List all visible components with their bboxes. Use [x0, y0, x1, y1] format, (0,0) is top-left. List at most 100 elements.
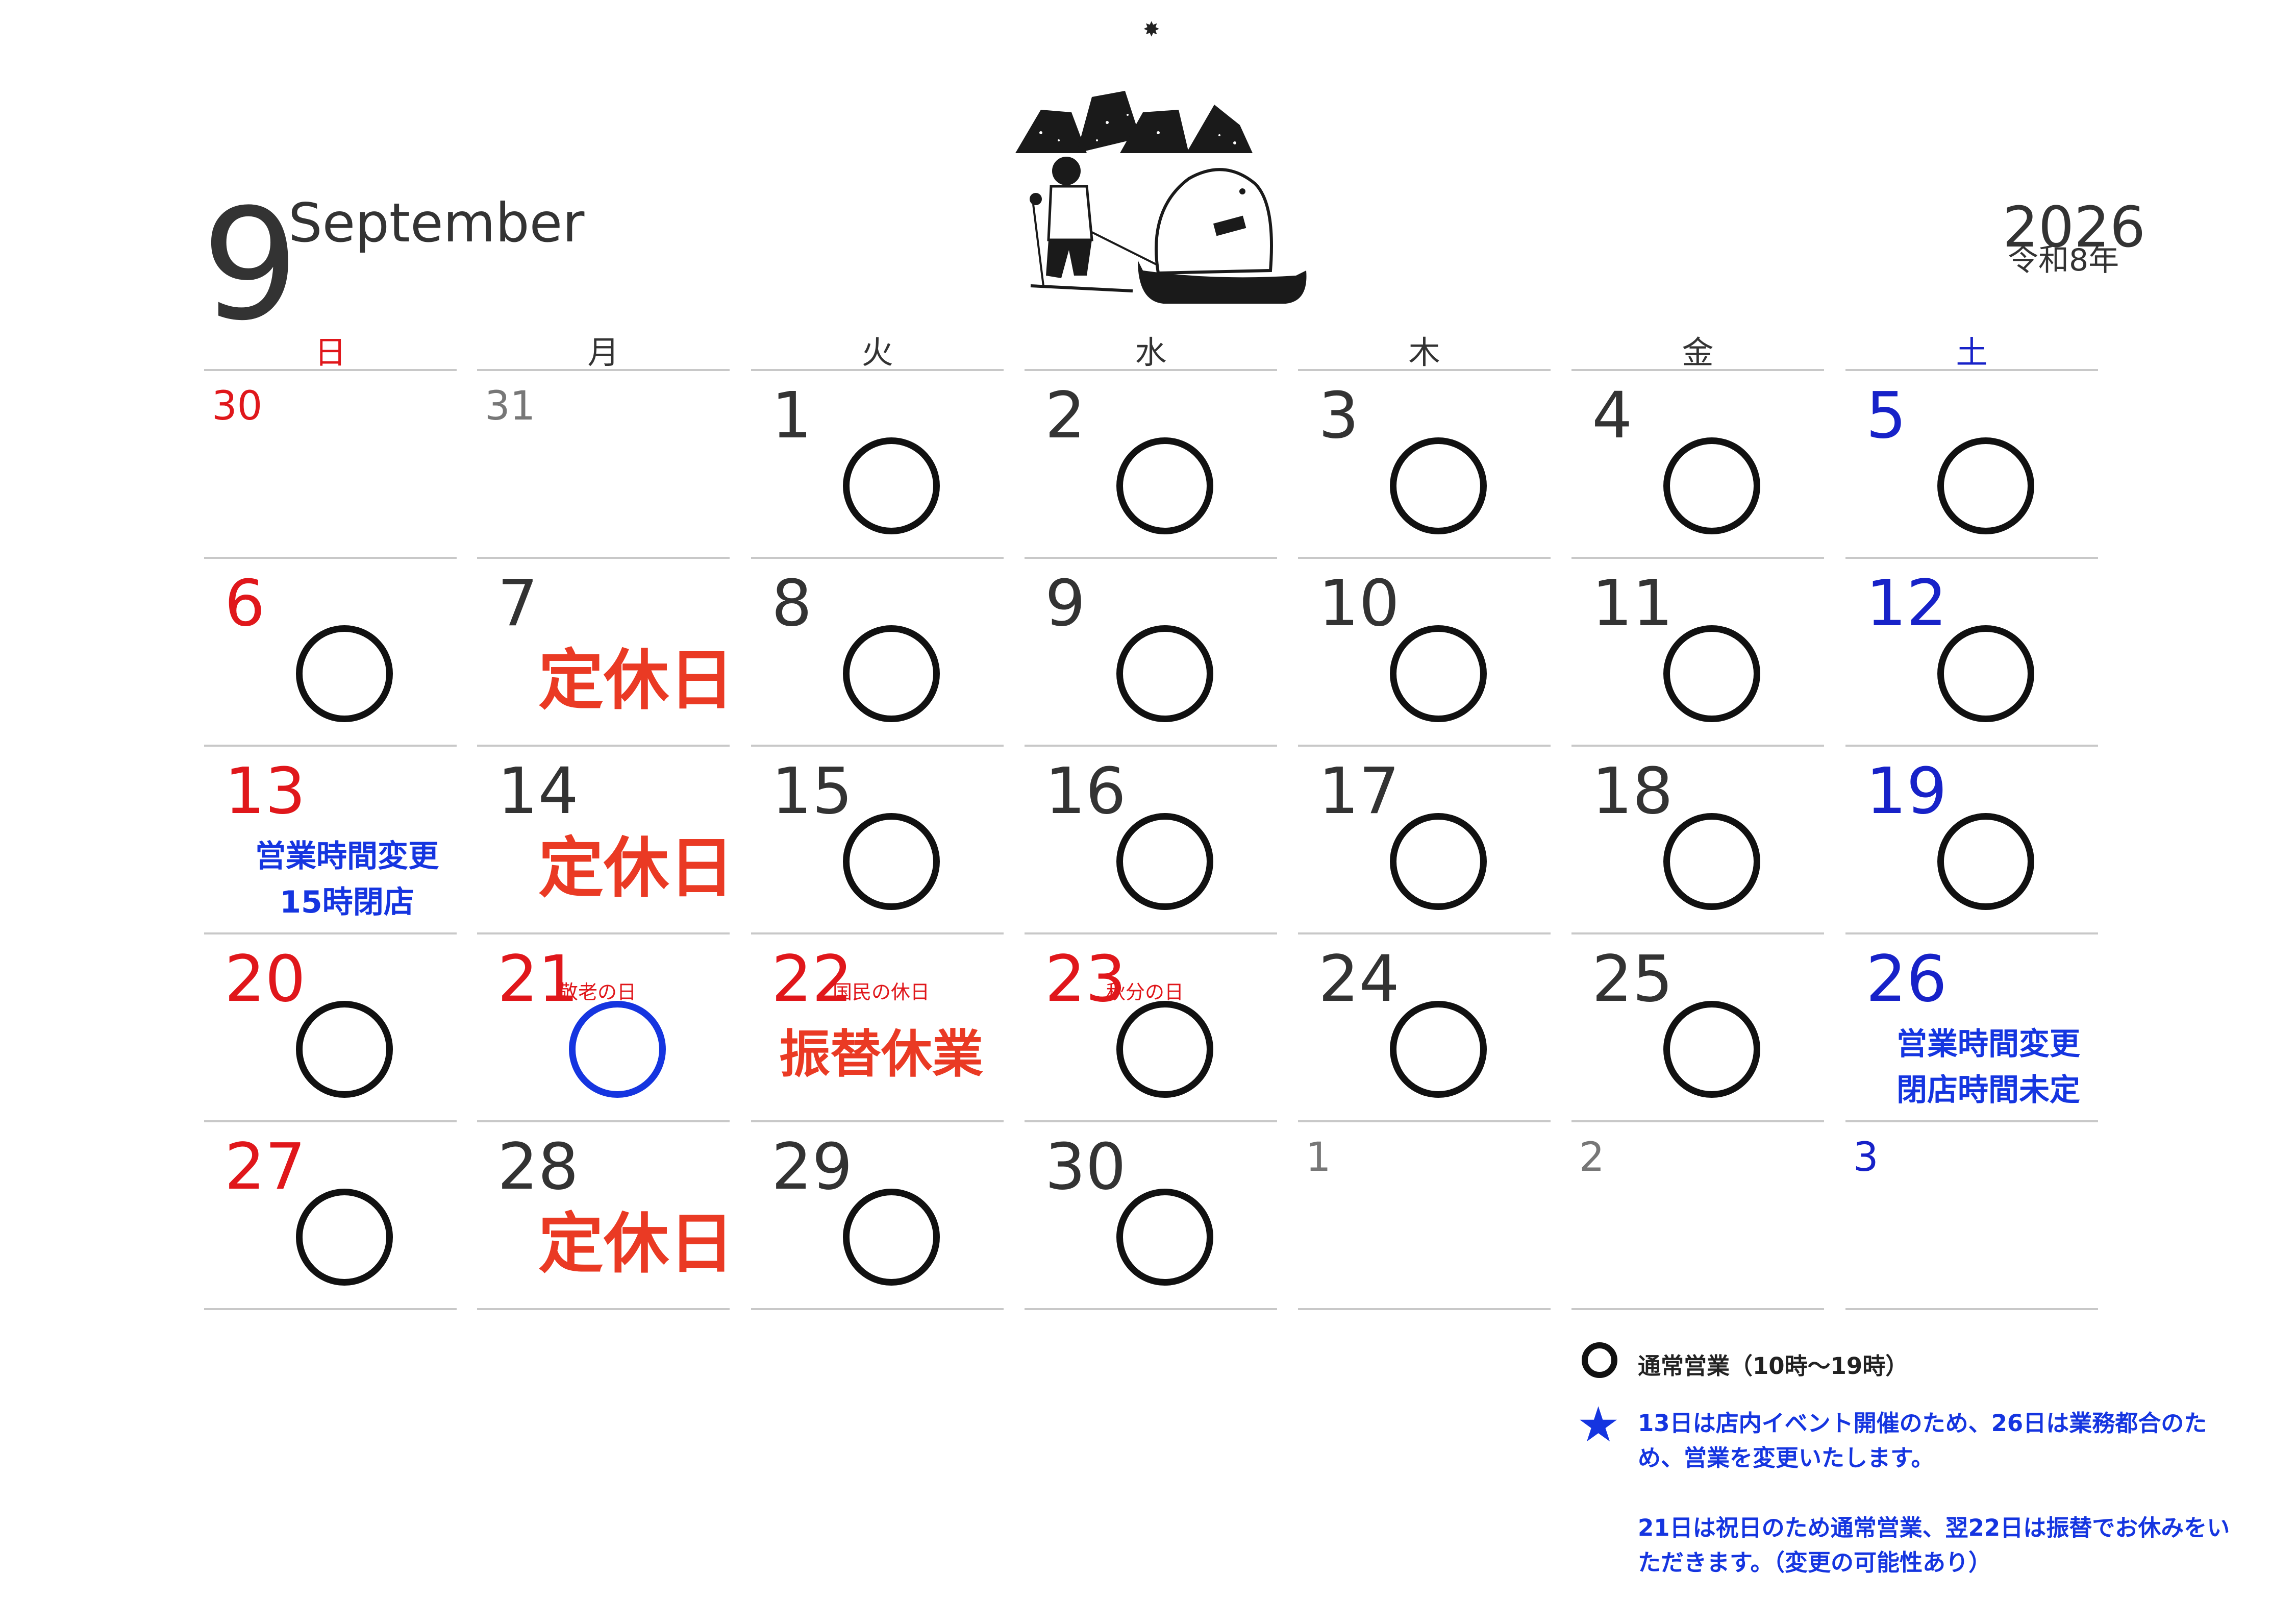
month-name: September [288, 192, 585, 254]
day-number: 2 [1579, 1135, 1605, 1180]
legend-note-2: 21日は祝日のため通常営業、翌22日は振替でお休みをいただきます。（変更の可能性… [1638, 1514, 2230, 1576]
sparkle-icon: ✸ [1143, 18, 1160, 41]
day-number: 3 [1318, 379, 1359, 453]
day-cell: 30 [1025, 1122, 1277, 1310]
closed-label: 定休日 [538, 643, 735, 719]
weekday-label: 土 [1845, 334, 2098, 371]
day-number: 21 [497, 942, 579, 1016]
day-number: 16 [1045, 754, 1127, 828]
legend-note-1: 13日は店内イベント開催のため、26日は業務都合のため、営業を変更いたします。 [1638, 1410, 2207, 1471]
day-cell: 16 [1025, 747, 1277, 934]
legend-open-label: 通常営業（10時〜19時） [1638, 1352, 1909, 1380]
open-circle-icon [1116, 813, 1213, 910]
day-number: 12 [1866, 567, 1948, 641]
day-cell: 25 [1571, 934, 1824, 1122]
open-circle-icon [296, 1189, 393, 1286]
day-number: 9 [1045, 567, 1086, 641]
day-number: 22 [771, 942, 853, 1016]
day-cell: 27 [204, 1122, 457, 1310]
day-number: 18 [1592, 754, 1674, 828]
day-cell: 20 [204, 934, 457, 1122]
open-circle-icon [1116, 625, 1213, 722]
closed-label: 定休日 [538, 830, 735, 906]
day-number: 27 [224, 1130, 306, 1204]
weekday-label: 日 [204, 334, 457, 371]
note-line: 営業時間変更 [255, 839, 439, 874]
day-number: 19 [1866, 754, 1948, 828]
open-circle-icon [843, 813, 940, 910]
day-number: 15 [771, 754, 853, 828]
day-cell: 5 [1845, 371, 2098, 559]
day-number: 30 [212, 383, 263, 429]
day-number: 2 [1045, 379, 1086, 453]
day-cell: 24 [1298, 934, 1551, 1122]
day-number: 13 [224, 754, 306, 828]
open-circle-icon [843, 437, 940, 534]
note-line: 15時閉店 [280, 884, 414, 920]
weekday-label: 金 [1571, 334, 1824, 371]
open-circle-icon [1937, 813, 2034, 910]
open-circle-icon [296, 625, 393, 722]
day-number: 3 [1853, 1135, 1879, 1180]
open-circle-icon [1116, 1189, 1213, 1286]
day-cell: 13 営業時間変更 15時閉店 [204, 747, 457, 934]
day-number: 31 [485, 383, 536, 429]
day-number: 1 [1306, 1135, 1331, 1180]
day-cell: 10 [1298, 559, 1551, 747]
day-number: 30 [1045, 1130, 1127, 1204]
open-circle-icon [296, 1001, 393, 1098]
closed-label: 定休日 [538, 1206, 735, 1282]
day-number: 20 [224, 942, 306, 1016]
day-cell: 9 [1025, 559, 1277, 747]
day-number: 4 [1592, 379, 1633, 453]
holiday-name: 秋分の日 [1106, 981, 1184, 1003]
open-circle-icon [1390, 437, 1487, 534]
day-cell: 15 [751, 747, 1004, 934]
circle-icon [1582, 1342, 1617, 1378]
holiday-name: 国民の休日 [833, 981, 930, 1003]
open-circle-icon [569, 1001, 666, 1098]
note-line: 営業時間変更 [1896, 1026, 2080, 1062]
closed-label: 振替休業 [779, 1024, 983, 1084]
star-icon: ★ [1577, 1397, 1620, 1453]
day-cell: 2 [1571, 1122, 1824, 1310]
open-circle-icon [1116, 1001, 1213, 1098]
weekday-label: 火 [751, 334, 1004, 371]
year: 2026 [2003, 194, 2145, 260]
day-number: 29 [771, 1130, 853, 1204]
open-circle-icon [1937, 437, 2034, 534]
day-number: 7 [497, 567, 538, 641]
day-cell: 6 [204, 559, 457, 747]
day-number: 14 [497, 754, 579, 828]
hours-change-note: 営業時間変更閉店時間未定 [1891, 1021, 2085, 1113]
open-circle-icon [1663, 625, 1760, 722]
hours-change-note: 営業時間変更 15時閉店 [250, 833, 444, 925]
note-line: 閉店時間未定 [1896, 1072, 2080, 1108]
open-circle-icon [1937, 625, 2034, 722]
day-cell: 11 [1571, 559, 1824, 747]
weekday-label: 水 [1025, 334, 1277, 371]
day-number: 25 [1592, 942, 1674, 1016]
open-circle-icon [1390, 625, 1487, 722]
day-cell: 29 [751, 1122, 1004, 1310]
day-number: 11 [1592, 567, 1674, 641]
weekday-label: 月 [477, 334, 730, 371]
weekday-label: 木 [1298, 334, 1551, 371]
day-cell: 8 [751, 559, 1004, 747]
day-cell: 31 [477, 371, 730, 559]
month-number: 9 [202, 176, 299, 354]
skier-pulling-sled-with-bear-illustration [1015, 91, 1307, 304]
holiday-name: 敬老の日 [559, 981, 637, 1003]
day-number: 26 [1866, 942, 1948, 1016]
day-cell: 2 [1025, 371, 1277, 559]
day-cell: 3 [1298, 371, 1551, 559]
day-cell: 19 [1845, 747, 2098, 934]
open-circle-icon [1663, 1001, 1760, 1098]
day-number: 6 [224, 567, 265, 641]
era-year: 令和8年 [2008, 242, 2119, 278]
day-number: 23 [1045, 942, 1127, 1016]
